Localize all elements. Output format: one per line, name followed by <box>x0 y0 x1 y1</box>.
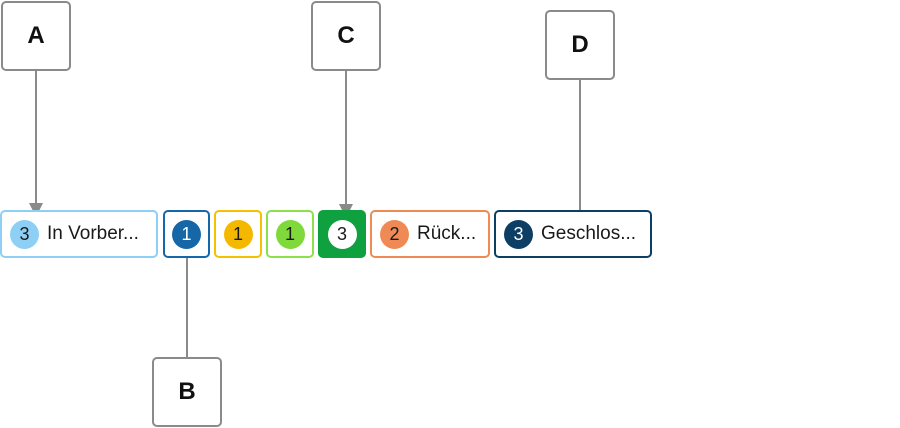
status-count-badge: 1 <box>275 219 305 249</box>
status-chip-light-green[interactable]: 1 <box>266 210 314 258</box>
callout-c: C <box>311 1 381 71</box>
status-chip-label: Geschlos... <box>541 223 637 244</box>
status-chip-in-preparation[interactable]: 3 In Vorber... <box>0 210 158 258</box>
status-count-badge: 3 <box>504 219 533 249</box>
status-chip-returned[interactable]: 2 Rück... <box>370 210 490 258</box>
status-chip-blue[interactable]: 1 <box>163 210 210 258</box>
status-count-badge: 1 <box>223 219 253 249</box>
status-count-badge: 2 <box>380 219 409 249</box>
status-chip-closed[interactable]: 3 Geschlos... <box>494 210 652 258</box>
status-chip-label: In Vorber... <box>47 223 139 244</box>
status-count-badge: 3 <box>327 219 357 249</box>
status-chip-label: Rück... <box>417 223 477 244</box>
callout-d: D <box>545 10 615 80</box>
status-count-badge: 1 <box>172 219 201 249</box>
callout-a: A <box>1 1 71 71</box>
status-chip-yellow[interactable]: 1 <box>214 210 262 258</box>
status-count-badge: 3 <box>10 219 39 249</box>
callout-b: B <box>152 357 222 427</box>
status-chip-green-selected[interactable]: 3 <box>318 210 366 258</box>
